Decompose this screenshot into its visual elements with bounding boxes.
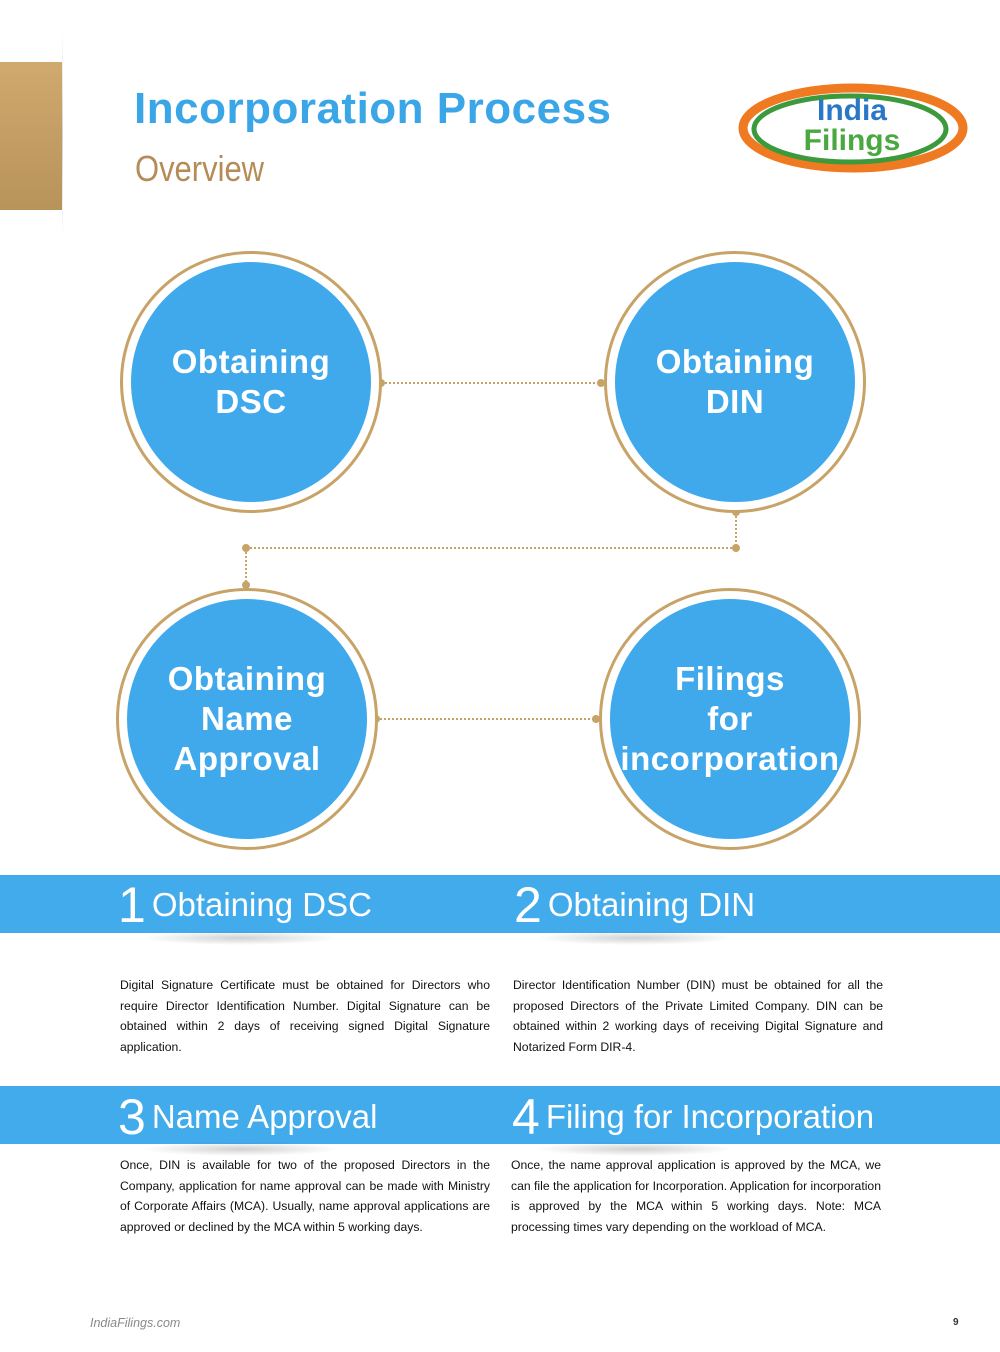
heading-shadow [140,1142,340,1156]
step-circle-dsc: Obtaining DSC [120,251,382,513]
footer-site: IndiaFilings.com [90,1316,181,1330]
section-heading-text: Obtaining DSC [151,886,372,923]
section-band-bottom [0,1086,1000,1144]
step-circle-fill: Obtaining Name Approval [127,599,367,839]
section-number: 4 [512,1089,540,1145]
logo-text-filings: Filings [804,124,901,157]
step-circle-name-approval: Obtaining Name Approval [116,588,378,850]
page-subtitle: Overview [135,148,265,189]
step-label-dsc: Obtaining DSC [171,343,331,420]
heading-shadow [140,931,340,945]
section-body-incorporation: Once, the name approval application is a… [511,1158,881,1234]
logo-text-india: India [817,94,887,127]
section-number: 2 [514,877,542,933]
section-band-top [0,875,1000,933]
step-label-din: Obtaining DIN [655,343,815,420]
process-flow-connectors [242,379,740,723]
step-label-name-approval: Obtaining Name Approval [167,660,327,777]
page-title: Incorporation Process [134,84,612,133]
section-body-din: Director Identification Number (DIN) mus… [513,978,883,1054]
section-body-dsc: Digital Signature Certificate must be ob… [120,978,490,1054]
gold-side-tab [0,62,62,210]
section-number: 1 [118,877,146,933]
heading-shadow [535,931,735,945]
step-circle-fill: Filings for incorporation [610,599,850,839]
connector-dot [592,715,600,723]
section-number: 3 [118,1089,146,1145]
section-heading-text: Name Approval [151,1098,378,1135]
indiafilings-logo: India Filings [738,83,968,173]
section-body-name-approval: Once, DIN is available for two of the pr… [120,1158,490,1234]
logo-green-ring [751,93,949,165]
step-circle-din: Obtaining DIN [604,251,866,513]
logo-orange-ring [738,83,968,173]
section-heading-text: Filing for Incorporation [545,1098,875,1135]
heading-shadow [535,1142,735,1156]
page-edge-shadow [62,30,63,240]
step-circle-fill: Obtaining DIN [615,262,855,502]
step-circle-fill: Obtaining DSC [131,262,371,502]
page-number: 9 [953,1317,959,1328]
step-label-filings: Filings for incorporation [620,660,840,777]
step-circle-filings: Filings for incorporation [599,588,861,850]
connector-dot [597,379,605,387]
section-heading-text: Obtaining DIN [547,886,756,923]
connector-dot [242,581,250,589]
